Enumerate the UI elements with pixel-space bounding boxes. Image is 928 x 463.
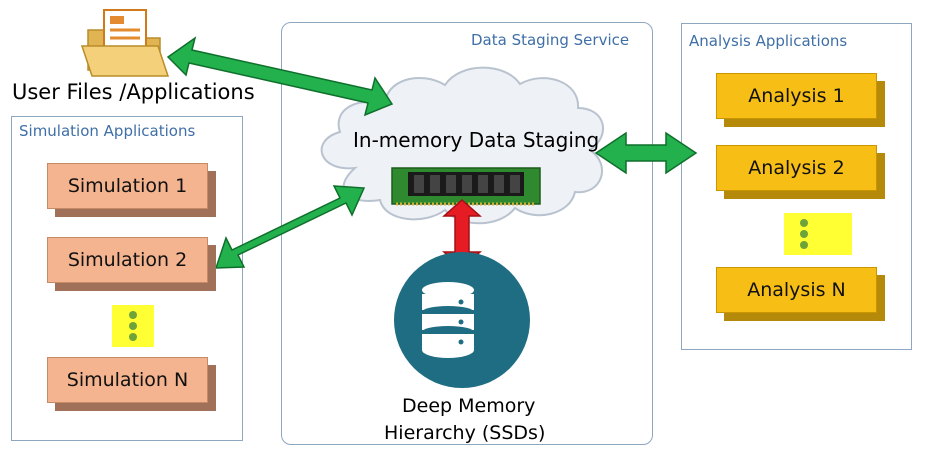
user-files-label: User Files /Applications — [12, 80, 255, 104]
simulation-1-block: Simulation 1 — [47, 163, 208, 209]
arrow-user-files-to-staging — [166, 36, 394, 117]
deep-memory-label-line2: Hierarchy (SSDs) — [384, 422, 546, 444]
memory-stick-icon — [391, 167, 541, 206]
simulation-2-block: Simulation 2 — [47, 237, 208, 283]
arrow-staging-to-analysis — [594, 131, 698, 175]
simulation-panel-title: Simulation Applications — [19, 122, 196, 140]
simulation-n-block: Simulation N — [47, 357, 208, 403]
database-icon — [394, 252, 530, 388]
in-memory-staging-label: In-memory Data Staging — [353, 128, 600, 152]
analysis-panel-title: Analysis Applications — [689, 32, 848, 50]
folder-icon — [80, 9, 170, 77]
arrow-simulation-to-staging — [214, 185, 366, 269]
analysis-2-block: Analysis 2 — [716, 145, 877, 191]
deep-memory-label-line1: Deep Memory — [402, 395, 536, 417]
analysis-1-block: Analysis 1 — [716, 73, 877, 119]
analysis-ellipsis — [784, 213, 852, 255]
analysis-n-block: Analysis N — [716, 267, 877, 313]
staging-panel-title: Data Staging Service — [471, 31, 630, 49]
simulation-ellipsis — [112, 305, 154, 347]
